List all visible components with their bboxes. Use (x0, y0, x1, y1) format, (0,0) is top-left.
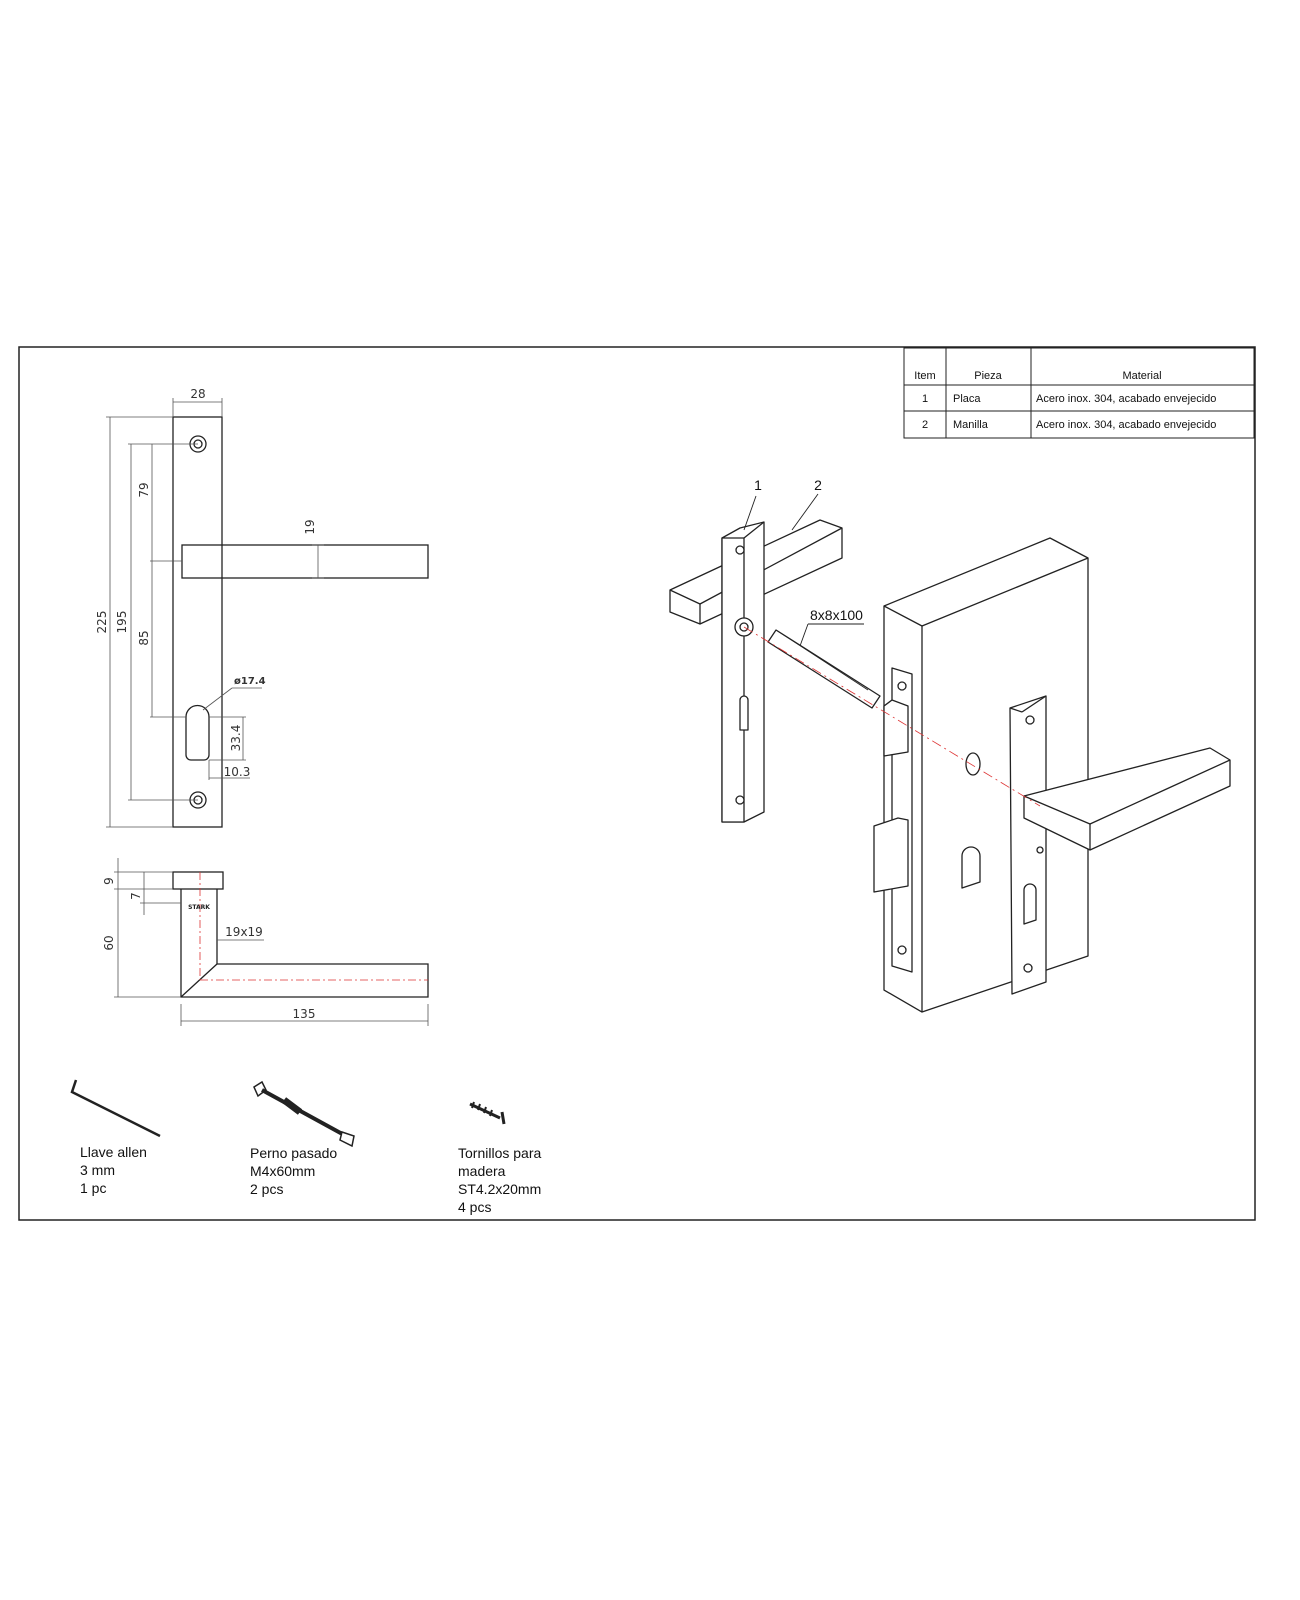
exploded-view (669, 493, 1231, 1013)
accessory-label: 4 pcs (458, 1199, 491, 1215)
dim-cylinder-height: 33.4 (229, 725, 243, 752)
dim-total-height: 225 (95, 611, 109, 634)
front-plate (1009, 695, 1047, 995)
accessory-label: 1 pc (80, 1180, 106, 1196)
side-view (172, 871, 429, 998)
mortise-lock (873, 667, 913, 973)
dim-handle-size: 19 (303, 519, 317, 534)
accessory-bolt: Perno pasado M4x60mm 2 pcs (250, 1145, 337, 1197)
table-header-pieza: Pieza (974, 370, 1002, 382)
front-handle (1023, 747, 1231, 851)
plate-outline (172, 416, 223, 828)
dim-cylinder-diameter: ø17.4 (234, 676, 266, 687)
allen-key-icon (70, 1079, 161, 1138)
dim-rose-height: 9 (102, 877, 116, 885)
accessory-label: Perno pasado (250, 1145, 337, 1161)
balloon-2: 2 (814, 477, 822, 493)
table-cell-pieza: Manilla (953, 419, 989, 431)
dim-handle-to-cylinder: 85 (137, 630, 151, 645)
accessory-wood-screws: Tornillos para madera ST4.2x20mm 4 pcs (458, 1145, 541, 1215)
parts-table: Item Pieza Material 1 Placa Acero inox. … (903, 347, 1255, 439)
bolt-icon (253, 1080, 355, 1148)
front-view (172, 416, 429, 828)
dim-rose-offset: 7 (129, 892, 143, 900)
front-view-dimensions (106, 398, 324, 828)
accessory-label: Tornillos para (458, 1145, 541, 1161)
dim-hole-spacing: 195 (115, 611, 129, 634)
accessory-label: ST4.2x20mm (458, 1181, 541, 1197)
side-view-dimensions (114, 858, 429, 1026)
accessory-label: 3 mm (80, 1162, 115, 1178)
table-cell-pieza: Placa (953, 393, 981, 405)
table-cell-material: Acero inox. 304, acabado envejecido (1036, 419, 1216, 431)
table-header-material: Material (1122, 370, 1161, 382)
side-view-dimension-labels: 9 7 60 19x19 135 (102, 877, 315, 1021)
cylinder-cutout (185, 704, 210, 761)
accessory-label: madera (458, 1163, 506, 1179)
brand-mark: STARK (188, 904, 210, 911)
accessory-label: 2 pcs (250, 1181, 283, 1197)
sheet-border (18, 346, 1256, 1221)
table-cell-item: 1 (922, 393, 928, 405)
balloon-1: 1 (754, 477, 762, 493)
door-block (883, 537, 1089, 1013)
accessory-allen-key: Llave allen 3 mm 1 pc (80, 1144, 147, 1196)
rose (172, 871, 224, 890)
wood-screw-icon (469, 1101, 506, 1125)
table-header-item: Item (914, 370, 935, 382)
spindle (767, 629, 881, 709)
dim-width: 28 (190, 387, 205, 401)
handle-lever (181, 544, 429, 579)
table-cell-material: Acero inox. 304, acabado envejecido (1036, 393, 1216, 405)
dim-cylinder-offset: 10.3 (224, 765, 251, 779)
dim-handle-drop: 60 (102, 935, 116, 950)
back-plate (721, 521, 765, 823)
handle-profile (180, 889, 429, 998)
accessory-label: Llave allen (80, 1144, 147, 1160)
table-cell-item: 2 (922, 419, 928, 431)
accessory-label: M4x60mm (250, 1163, 315, 1179)
spindle-label: 8x8x100 (810, 607, 863, 623)
dim-length: 135 (293, 1007, 316, 1021)
dim-section: 19x19 (225, 925, 263, 939)
dim-top-to-handle: 79 (137, 482, 151, 497)
front-view-dimension-labels: 28 225 195 79 85 19 ø17.4 33.4 10.3 (95, 387, 317, 779)
